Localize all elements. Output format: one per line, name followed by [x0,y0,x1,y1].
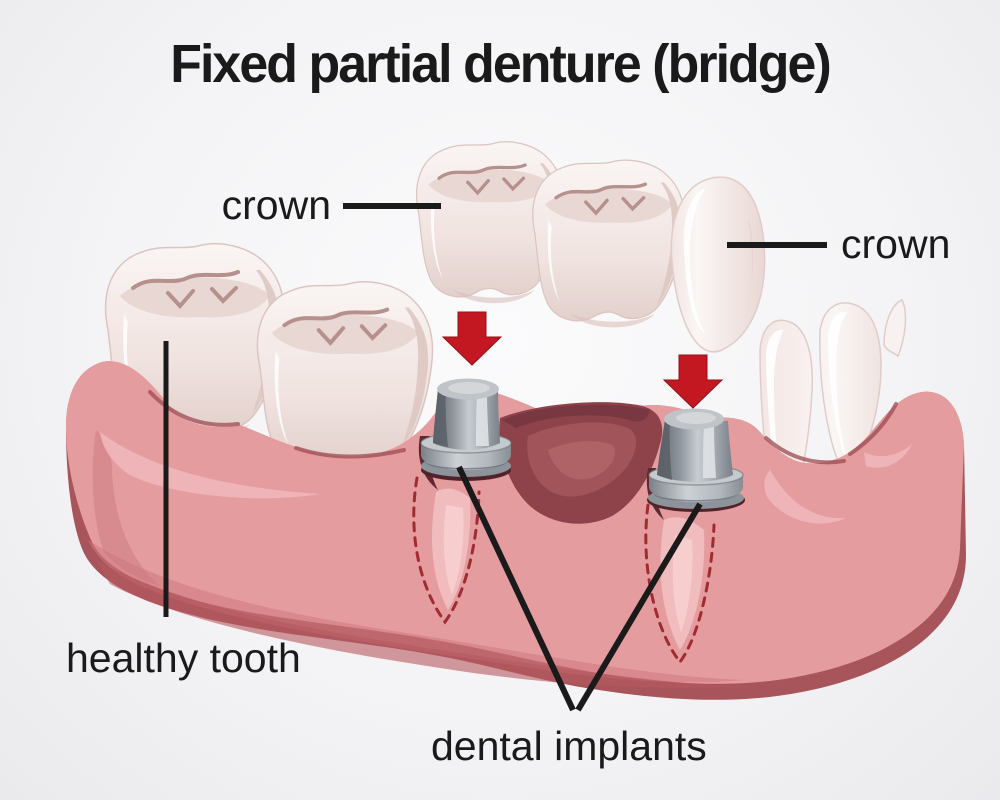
bridge-crown-molar-second [531,158,687,330]
gum-margin-shadows [148,390,898,465]
implant-right-leader-line [575,502,703,712]
healthy-tooth-label: healthy tooth [66,635,301,681]
crown-right-label: crown [841,221,951,267]
dental-implant-left [420,378,512,477]
leader-lines [163,203,827,712]
down-arrow-icon-right [662,354,724,409]
page-title: Fixed partial denture (bridge) [170,34,832,94]
implant-root-dashed-outlines [412,476,716,665]
dental-implant-right [648,408,744,509]
bridge-crown-canine [670,176,766,353]
gum-left-face-shade [92,430,160,586]
gum-socket-depression [499,402,663,524]
implant-left-leader-line [456,465,576,712]
gum-deep-shade [96,560,740,688]
neighbor-tooth-tip [883,299,907,358]
crown-left-label: crown [221,182,331,228]
down-arrow-icon-left [441,311,503,366]
neighbor-premolar-back [819,302,882,475]
dental-implants-label: dental implants [431,723,707,769]
